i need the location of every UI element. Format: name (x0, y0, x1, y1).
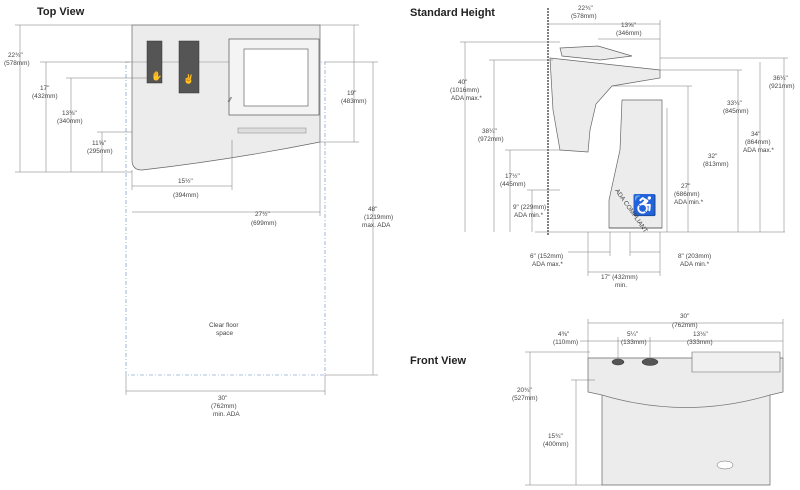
std-dim-2b: (346mm) (616, 30, 642, 37)
hand-dryer-icon: ✋ (151, 70, 162, 81)
top-view-title: Top View (37, 6, 85, 18)
top-dim-6a: 15½" (178, 177, 193, 185)
top-dim-5b: (483mm) (341, 98, 367, 105)
standard-height-title: Standard Height (410, 7, 495, 19)
top-dim-6b: (394mm) (173, 192, 199, 199)
std-dim-1b: (578mm) (571, 13, 597, 20)
top-dim-7a: 27½" (255, 210, 270, 218)
front-dim-5a: 20¾" (517, 387, 532, 394)
std-dim-2a: 13⅝" (621, 22, 636, 29)
top-dim-9a: 30" (218, 395, 227, 402)
std-dim-10b: (813mm) (703, 161, 729, 168)
logo-icon: ⁄⁄ (227, 97, 233, 104)
front-logo-plate (716, 460, 734, 470)
std-dim-5b: (445mm) (500, 181, 526, 188)
front-dim-6a: 15¾" (548, 433, 563, 440)
front-dim-1b: (762mm) (672, 322, 698, 329)
std-dim-7b: (921mm) (769, 83, 795, 90)
std-dim-9a: 34" (751, 131, 760, 138)
soap-dispenser-top (146, 40, 163, 84)
front-fixture (587, 357, 784, 486)
faucet-top (178, 40, 200, 94)
top-dim-1b: (578mm) (4, 60, 30, 67)
std-dim-6a: 9" (229mm) (513, 204, 546, 211)
front-dim-6b: (400mm) (543, 441, 569, 448)
std-dim-6b: ADA min.* (514, 212, 544, 219)
front-dim-1a: 30" (680, 313, 689, 320)
clear-floor-label-2: space (216, 330, 233, 337)
top-dim-4a: 11⅝" (92, 140, 106, 147)
std-dim-3c: ADA max.* (451, 95, 482, 102)
std-dim-4b: (972mm) (478, 136, 504, 143)
top-dim-4b: (295mm) (87, 148, 113, 155)
top-dim-3a: 13⅜" (62, 110, 77, 117)
std-dim-8a: 33¼" (727, 100, 742, 107)
front-view: 30" (762mm) 4⅜" (110mm) 5¼" (133mm) 13⅛"… (512, 313, 784, 486)
top-dim-2a: 17" (40, 85, 49, 92)
wheelchair-icon: ♿ (632, 193, 657, 217)
top-dim-8b: (1219mm) (364, 214, 393, 221)
std-dim-8b: (845mm) (723, 108, 749, 115)
std-dim-4a: 38¼" (482, 128, 497, 135)
clear-floor-label: Clear floor (209, 322, 239, 329)
top-dim-5a: 19" (347, 90, 356, 97)
std-dim-14b: min. (615, 282, 627, 289)
side-basin (549, 57, 661, 153)
std-dim-11c: ADA min.* (674, 199, 704, 206)
front-dim-4a: 13⅛" (693, 331, 708, 338)
top-view: ✋ ✌ ⁄⁄ 22¾" (578mm) 17" (432mm) 13⅜" (4, 24, 393, 418)
std-dim-12b: ADA max.* (532, 261, 563, 268)
std-dim-10a: 32" (708, 153, 717, 160)
std-dim-9b: (864mm) (745, 139, 771, 146)
std-dim-13b: ADA min.* (680, 261, 710, 268)
top-dim-8c: max. ADA (362, 222, 391, 229)
dryer-front (691, 351, 781, 373)
front-dim-3b: (133mm) (621, 339, 647, 346)
side-dryer (559, 45, 633, 61)
std-dim-5a: 17½" (505, 172, 520, 180)
top-dim-9c: min. ADA (213, 411, 240, 418)
std-dim-13a: 8" (203mm) (678, 253, 711, 260)
front-dim-2a: 4⅜" (558, 331, 569, 338)
std-dim-7a: 36¼" (773, 75, 788, 82)
front-dim-3a: 5¼" (627, 331, 638, 338)
soap-icon: ✌ (183, 73, 194, 85)
std-dim-1a: 22¾" (578, 5, 593, 12)
front-dim-2b: (110mm) (553, 339, 578, 346)
standard-height-view: ♿ ADA COMPLIANT 22¾" (578mm) 13⅝" (346mm… (450, 5, 795, 289)
top-dim-9b: (762mm) (211, 403, 237, 410)
top-dim-7b: (699mm) (251, 220, 277, 227)
top-dim-2b: (432mm) (32, 93, 58, 100)
std-dim-11a: 27" (681, 183, 690, 190)
front-view-title: Front View (410, 355, 467, 367)
top-dim-1a: 22¾" (8, 52, 23, 59)
std-dim-9c: ADA max.* (743, 147, 774, 154)
front-dim-4b: (333mm) (687, 339, 713, 346)
std-dim-3b: (1016mm) (450, 87, 479, 94)
front-dim-5b: (527mm) (512, 395, 538, 402)
std-dim-12a: 6" (152mm) (530, 253, 563, 260)
std-dim-14a: 17" (432mm) (601, 274, 638, 281)
top-dim-8a: 48" (368, 206, 377, 213)
top-dim-3b: (340mm) (57, 118, 83, 125)
std-dim-11b: (686mm) (674, 191, 700, 198)
std-dim-3a: 40" (458, 79, 467, 86)
